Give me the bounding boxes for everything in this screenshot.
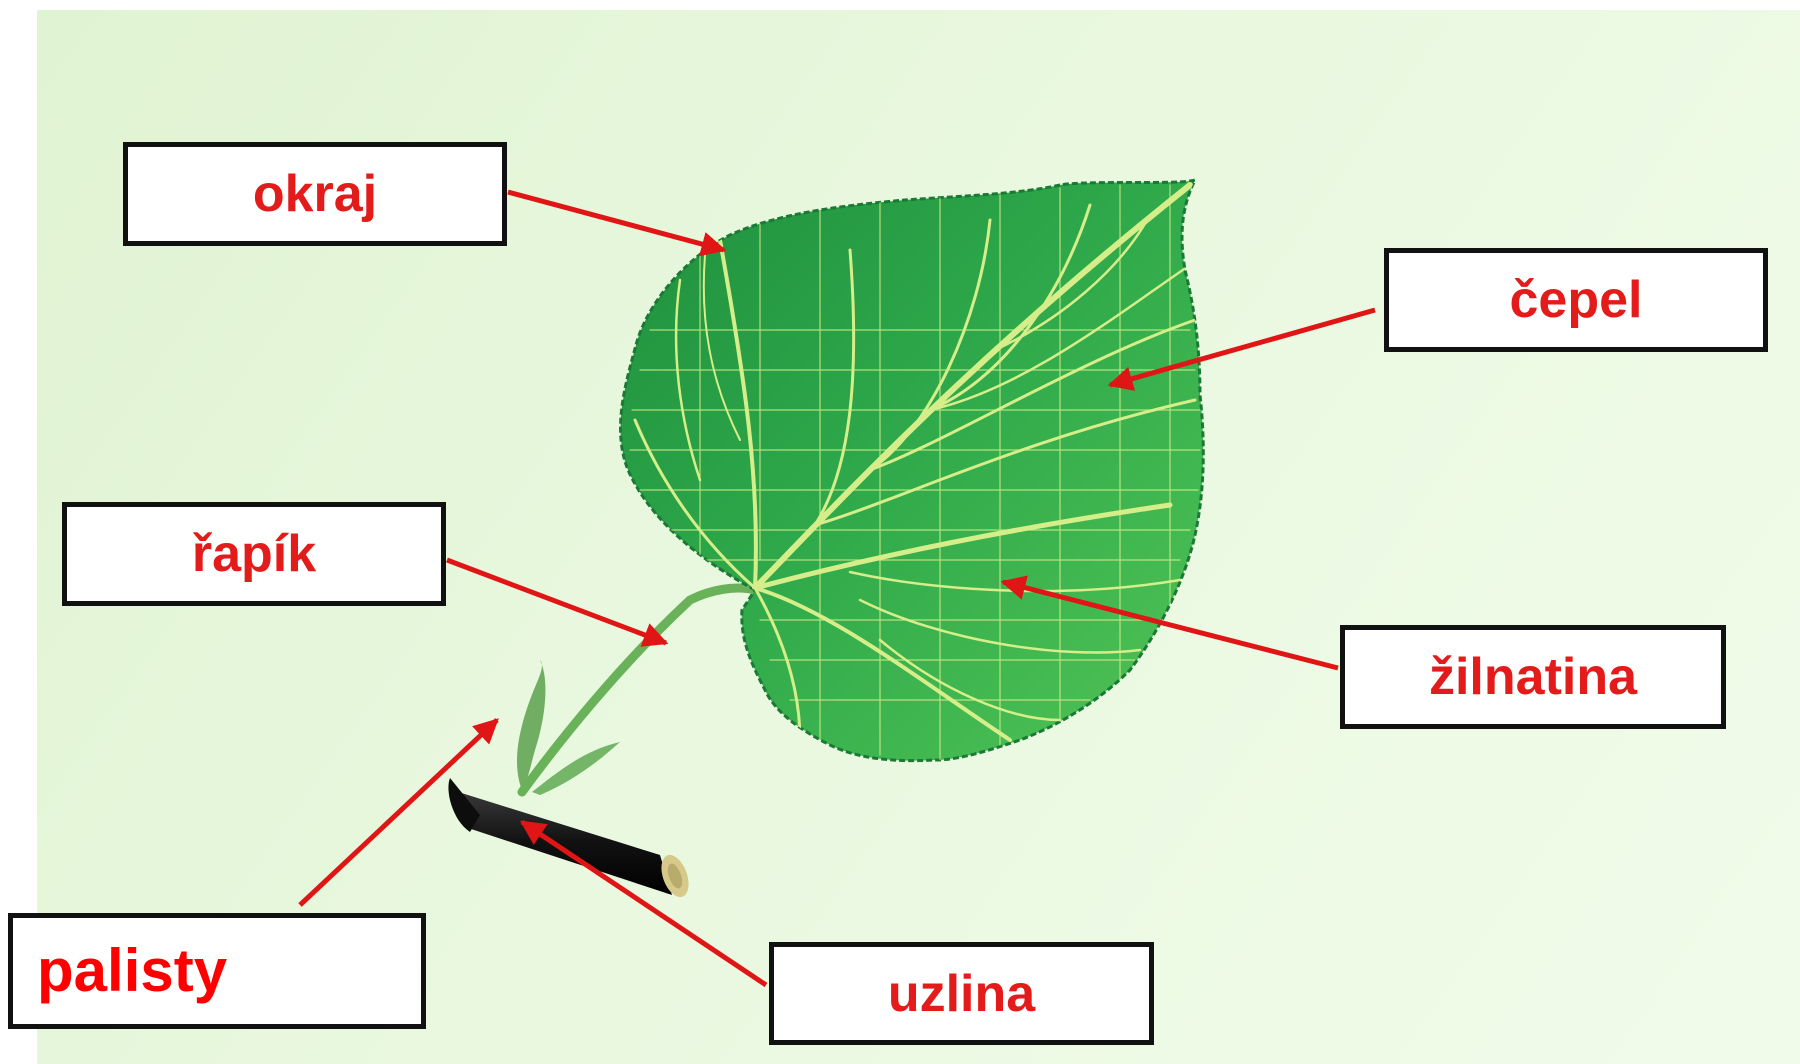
label-palisty: palisty — [8, 913, 426, 1029]
label-zilnatina: žilnatina — [1340, 625, 1726, 729]
label-okraj: okraj — [123, 142, 507, 246]
arrow-rapik — [447, 560, 666, 643]
petiole — [522, 588, 755, 792]
arrow-okraj — [508, 192, 724, 250]
label-zilnatina-text: žilnatina — [1429, 651, 1637, 703]
label-cepel: čepel — [1384, 248, 1768, 352]
label-palisty-text: palisty — [37, 941, 227, 1001]
label-rapik: řapík — [62, 502, 446, 606]
label-rapik-text: řapík — [192, 528, 316, 580]
arrow-uzlina — [522, 822, 766, 985]
label-uzlina: uzlina — [769, 942, 1154, 1045]
leaf-blade — [621, 180, 1204, 761]
label-cepel-text: čepel — [1510, 274, 1643, 326]
twig-node — [448, 778, 693, 901]
label-uzlina-text: uzlina — [888, 968, 1035, 1020]
label-okraj-text: okraj — [253, 168, 377, 220]
